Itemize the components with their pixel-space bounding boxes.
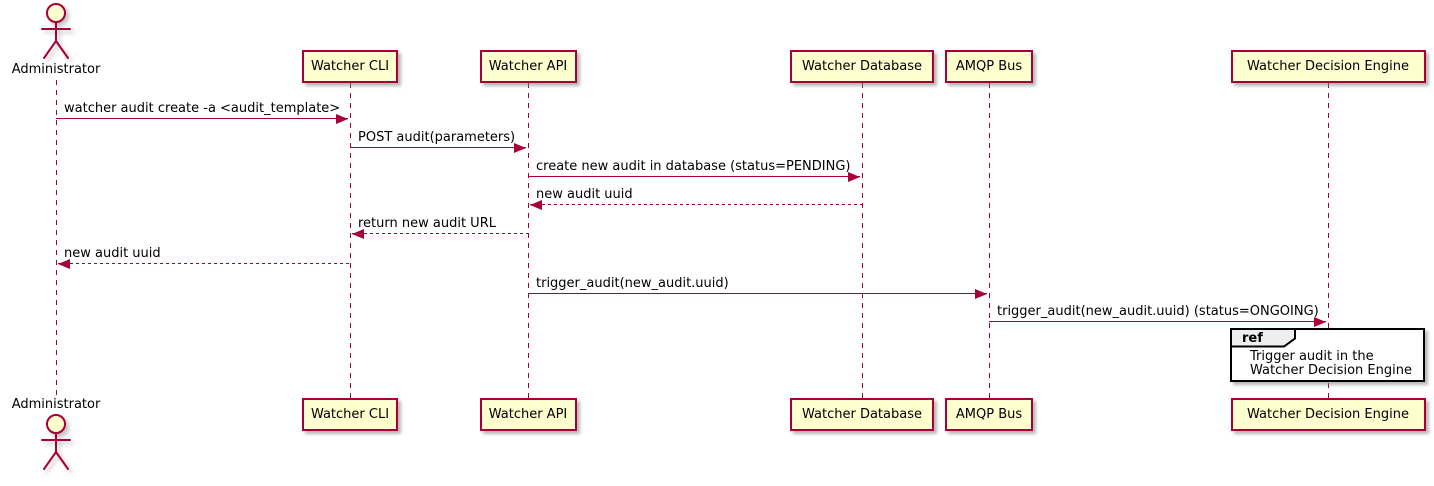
message-line-4 [530,204,862,205]
message-line-3 [528,176,860,177]
message-line-1 [56,118,348,119]
lifeline-watcher-api [528,83,529,398]
message-label-1: watcher audit create -a <audit_template> [64,101,341,116]
participant-amqp-bus-top: AMQP Bus [945,50,1033,83]
participant-watcher-cli-top: Watcher CLI [302,50,398,83]
message-line-2 [350,147,526,148]
actor-label-top: Administrator [11,62,101,77]
lifeline-amqp-bus [989,83,990,398]
ref-tag [1230,328,1298,348]
participant-watcher-decision-engine-top: Watcher Decision Engine [1230,50,1426,83]
message-label-3: create new audit in database (status=PEN… [536,159,851,174]
message-line-7 [528,293,987,294]
administrator-actor-icon [36,414,76,476]
message-arrowhead-1 [336,114,348,124]
message-label-8: trigger_audit(new_audit.uuid) (status=ON… [997,304,1319,319]
lifeline-watcher-cli [350,83,351,398]
message-label-2: POST audit(parameters) [358,130,516,145]
administrator-actor-icon [36,3,76,65]
message-arrowhead-5 [352,229,364,239]
message-label-6: new audit uuid [64,246,161,261]
participant-watcher-database-top: Watcher Database [790,50,934,83]
ref-line-1: Trigger audit in the [1250,349,1374,364]
participant-watcher-database-bottom: Watcher Database [790,398,934,431]
participant-watcher-api-top: Watcher API [479,50,577,83]
message-line-6 [58,263,350,264]
message-label-4: new audit uuid [536,187,633,202]
participant-watcher-api-bottom: Watcher API [479,398,577,431]
message-arrowhead-7 [975,289,987,299]
message-label-7: trigger_audit(new_audit.uuid) [536,276,729,291]
message-arrowhead-2 [514,143,526,153]
message-line-8 [989,321,1326,322]
message-arrowhead-8 [1314,317,1326,327]
lifeline-watcher-decision-engine [1328,83,1329,398]
message-arrowhead-4 [530,200,542,210]
lifeline-watcher-database [862,83,863,398]
actor-label-bottom: Administrator [11,397,101,412]
participant-watcher-decision-engine-bottom: Watcher Decision Engine [1230,398,1426,431]
lifeline-administrator [56,80,57,398]
ref-line-2: Watcher Decision Engine [1250,363,1412,378]
ref-tag-text: ref [1242,331,1263,346]
participant-watcher-cli-bottom: Watcher CLI [302,398,398,431]
participant-amqp-bus-bottom: AMQP Bus [945,398,1033,431]
message-arrowhead-3 [848,172,860,182]
message-line-5 [352,233,528,234]
message-arrowhead-6 [58,259,70,269]
message-label-5: return new audit URL [358,216,496,231]
